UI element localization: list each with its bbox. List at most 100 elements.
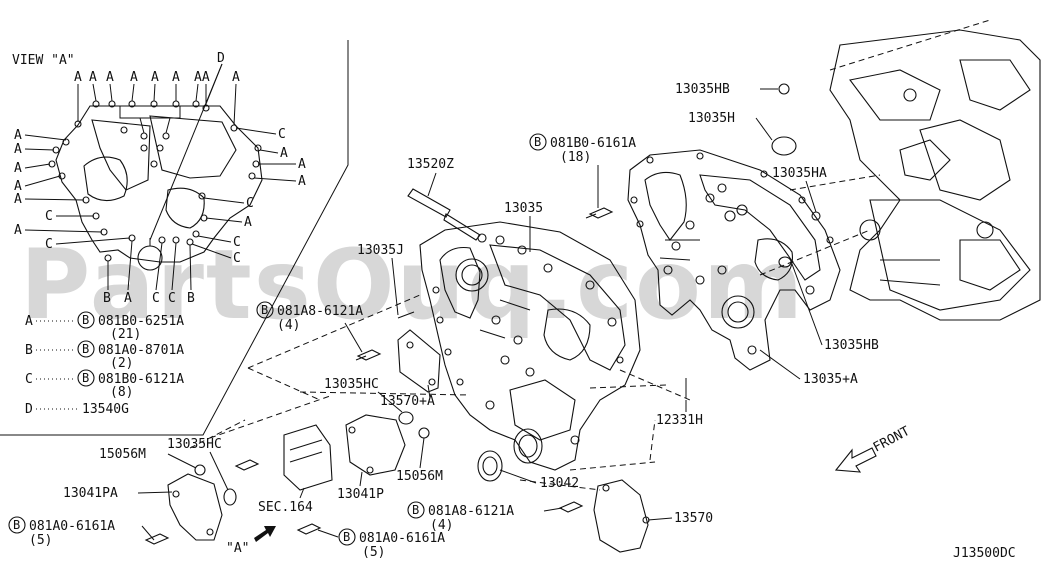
view-a-title: VIEW "A": [12, 53, 75, 68]
callout-13570: 13570: [647, 511, 713, 526]
callout-13035j: 13035J: [357, 243, 404, 316]
bolt-symbol-icon: [77, 311, 95, 329]
svg-text:A: A: [14, 142, 22, 157]
view-a-d-letter: D: [217, 51, 225, 66]
svg-text:(8): (8): [110, 385, 133, 400]
svg-text:FRONT: FRONT: [871, 424, 913, 456]
callout-13041p: 13041P: [337, 471, 384, 502]
svg-text:B: B: [103, 291, 111, 306]
gasket-13570-plus-a: [397, 329, 441, 393]
view-a-cover-outline: [55, 105, 263, 263]
svg-text:C: C: [25, 372, 33, 387]
diagram-code: J13500DC: [953, 546, 1016, 561]
svg-text:B: B: [261, 303, 268, 317]
svg-text:A: A: [124, 291, 132, 306]
svg-text:B: B: [343, 530, 350, 544]
svg-text:081B0-6251A: 081B0-6251A: [98, 314, 184, 329]
svg-text:A: A: [298, 157, 306, 172]
svg-text:C: C: [233, 235, 241, 250]
svg-text:081A8-6121A: 081A8-6121A: [277, 304, 363, 319]
svg-text:13035+A: 13035+A: [803, 372, 858, 387]
svg-text:A: A: [14, 179, 22, 194]
svg-text:13035HB: 13035HB: [824, 338, 879, 353]
svg-text:13520Z: 13520Z: [407, 157, 454, 172]
bolt-symbol-icon: [529, 133, 547, 151]
svg-text:A: A: [25, 314, 33, 329]
svg-text:15056M: 15056M: [99, 447, 146, 462]
callout-13042: 13042: [499, 469, 579, 491]
callout-12331h: 12331H: [656, 400, 703, 428]
view-a-top-callouts: A A A A A A AA A D: [74, 51, 240, 241]
svg-text:SEC.164: SEC.164: [258, 500, 313, 515]
svg-text:A: A: [130, 70, 138, 85]
svg-text:B: B: [534, 135, 541, 149]
view-a-chain-hole-2: [165, 187, 205, 229]
svg-text:A: A: [244, 215, 252, 230]
svg-text:13570+A: 13570+A: [380, 394, 435, 409]
legend-row-a: A B 081B0-6251A (21): [25, 311, 184, 342]
callout-13570-plus-a: 13570+A: [380, 384, 435, 409]
svg-text:13035HC: 13035HC: [167, 437, 222, 452]
sec-164-solenoid: [283, 424, 333, 491]
legend-row-d: D 13540G: [25, 402, 129, 417]
svg-text:081B0-6161A: 081B0-6161A: [550, 136, 636, 151]
front-arrow-icon: [834, 447, 877, 473]
svg-text:D: D: [25, 402, 33, 417]
engine-block-drawing: [759, 19, 1041, 321]
bolt-symbol-icon: [407, 501, 425, 519]
view-a-arrow: "A": [226, 526, 276, 556]
bolt-symbol-icon: [77, 340, 95, 358]
svg-text:13042: 13042: [540, 476, 579, 491]
view-a-inset: VIEW "A": [0, 40, 349, 436]
svg-text:A: A: [280, 146, 288, 161]
svg-text:13035HB: 13035HB: [675, 82, 730, 97]
rear-timing-cover-drawing: [419, 221, 641, 471]
svg-text:C: C: [278, 127, 286, 142]
callout-13520z: 13520Z: [407, 157, 454, 197]
svg-text:A: A: [14, 161, 22, 176]
svg-text:13035H: 13035H: [688, 111, 735, 126]
svg-text:A: A: [89, 70, 97, 85]
callout-sec-164: SEC.164: [258, 487, 313, 515]
cover-13041pa: [167, 473, 223, 541]
svg-text:B: B: [13, 518, 20, 532]
callout-15056m-left: 15056M: [99, 447, 197, 469]
callout-081a8-6121a-top: B 081A8-6121A (4): [256, 301, 363, 353]
svg-text:A: A: [172, 70, 180, 85]
callout-081a0-6161a-left: B 081A0-6161A (5): [8, 516, 155, 548]
svg-text:A: A: [14, 223, 22, 238]
callout-081b0-6161a: B 081B0-6161A (18): [529, 133, 636, 208]
view-a-inner-web-2: [149, 115, 237, 179]
bolt-symbol-icon: [338, 528, 356, 546]
svg-text:(5): (5): [362, 545, 385, 560]
svg-text:B: B: [187, 291, 195, 306]
svg-text:13570: 13570: [674, 511, 713, 526]
svg-text:A: A: [74, 70, 82, 85]
callout-13035hc-2: 13035HC: [167, 437, 229, 491]
front-timing-cover-drawing: [627, 149, 841, 371]
bolt-symbol-icon: [77, 369, 95, 387]
svg-text:12331H: 12331H: [656, 413, 703, 428]
svg-text:"A": "A": [226, 541, 249, 556]
callout-081a8-6121a-bottom: B 081A8-6121A (4): [407, 501, 563, 533]
svg-text:C: C: [246, 196, 254, 211]
bolt-legend: A B 081B0-6251A (21) B B 081A0-8701A (2)…: [25, 311, 184, 417]
svg-text:13035HA: 13035HA: [772, 166, 827, 181]
callout-13035: 13035: [504, 201, 543, 252]
svg-text:A: A: [232, 70, 240, 85]
callout-081a0-6161a-bottom: B 081A0-6161A (5): [317, 528, 445, 560]
callout-15056m-right: 15056M: [396, 437, 443, 484]
svg-text:B: B: [82, 313, 89, 327]
svg-text:(4): (4): [277, 318, 300, 333]
svg-text:C: C: [233, 251, 241, 266]
dipstick-guide-drawing: [407, 188, 487, 243]
svg-text:C: C: [168, 291, 176, 306]
svg-text:13540G: 13540G: [82, 402, 129, 417]
crank-oil-seal-13042: [477, 428, 543, 482]
svg-text:AA: AA: [194, 70, 210, 85]
svg-text:C: C: [45, 209, 53, 224]
callout-13035hb-bottom: 13035HB: [791, 263, 879, 353]
svg-text:A: A: [106, 70, 114, 85]
bolt-symbol-icon: [8, 516, 26, 534]
